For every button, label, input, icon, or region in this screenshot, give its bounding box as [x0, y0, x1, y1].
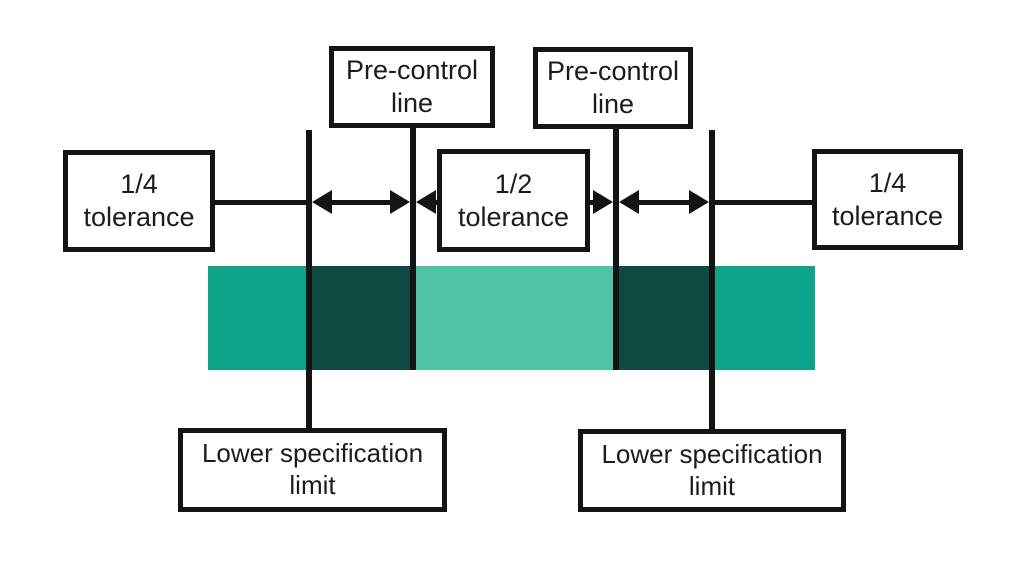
lower-spec-limit-label-right: Lower specification limit [578, 429, 846, 512]
half-tolerance-label: 1/2 tolerance [437, 149, 590, 252]
bar-zone-center-target [413, 266, 616, 370]
pre-control-line-left [410, 127, 416, 370]
quarter-tolerance-label-left: 1/4 tolerance [63, 150, 215, 252]
arrowhead-right-icon [689, 190, 709, 214]
lower-spec-limit-line-left [306, 130, 312, 430]
half-span-stub-left [432, 200, 440, 205]
quarter-span-arrow-left [328, 200, 394, 205]
arrowhead-left-icon [416, 190, 436, 214]
connector-quarter-left [215, 200, 306, 205]
arrowhead-left-icon [619, 190, 639, 214]
bar-zone-right-caution [616, 266, 712, 370]
quarter-span-arrow-right [635, 200, 691, 205]
connector-quarter-right [712, 200, 812, 205]
arrowhead-left-icon [312, 190, 332, 214]
bar-zone-left-caution [309, 266, 413, 370]
pre-control-line-right [613, 127, 619, 370]
bar-zone-left-outer [208, 266, 309, 370]
quarter-tolerance-label-right: 1/4 tolerance [812, 149, 963, 250]
pre-control-line-label-left: Pre-control line [329, 46, 495, 128]
lower-spec-limit-label-left: Lower specification limit [178, 428, 447, 512]
arrowhead-right-icon [593, 190, 613, 214]
bar-zone-right-outer [712, 266, 815, 370]
pre-control-line-label-right: Pre-control line [533, 47, 693, 129]
lower-spec-limit-line-right [709, 130, 715, 430]
arrowhead-right-icon [390, 190, 410, 214]
